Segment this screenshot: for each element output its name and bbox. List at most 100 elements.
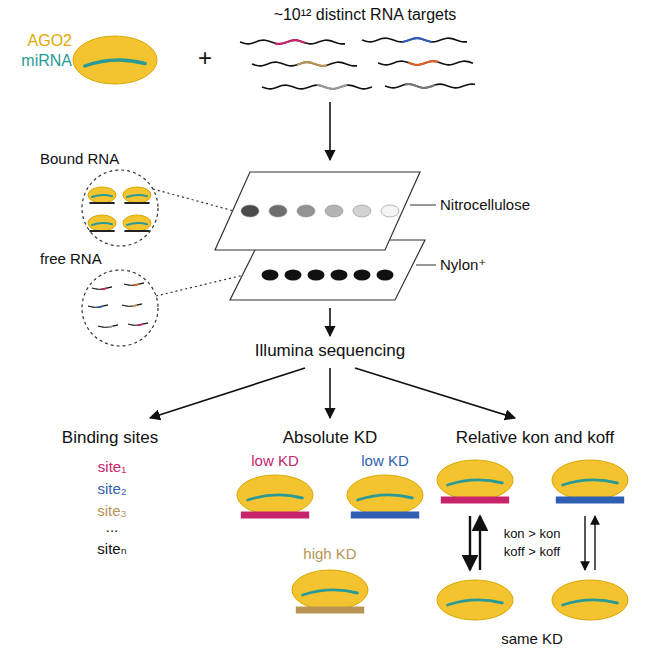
blot-spot <box>353 205 371 217</box>
rna-pool: Bound RNA <box>40 150 170 250</box>
rna-site <box>134 284 139 285</box>
target-site <box>124 230 149 232</box>
ago2-protein <box>73 36 157 84</box>
node-label: Nylon⁺ <box>440 256 486 273</box>
blot-spot <box>241 205 259 217</box>
rna-strand <box>124 283 144 285</box>
rna-strand <box>378 61 473 65</box>
target-site <box>89 230 114 232</box>
output-heading: Binding sites <box>62 428 158 448</box>
dotted-connector <box>156 275 244 296</box>
flow-arrow <box>584 516 585 570</box>
node-label: free RNA <box>40 250 102 267</box>
rna-target <box>124 283 144 285</box>
ago2-complex <box>123 187 151 204</box>
library-label: ~10¹² distinct RNA targets <box>274 6 457 24</box>
ago2-complex <box>237 475 313 519</box>
pool-circle <box>82 270 158 346</box>
rna-strand <box>252 62 357 66</box>
leader-line <box>416 265 436 266</box>
flow-arrow <box>355 368 515 418</box>
flow-arrow <box>329 102 331 160</box>
ago2-complex <box>292 570 368 614</box>
leader-line <box>410 205 436 206</box>
ago2-protein <box>437 460 513 500</box>
ago2-protein <box>437 580 513 620</box>
rna-site <box>297 62 327 66</box>
output-heading: Absolute KD <box>283 428 378 448</box>
blot-spot <box>354 270 371 281</box>
rna-site <box>408 61 438 65</box>
flow-arrow <box>329 308 331 336</box>
rna-target <box>385 84 475 88</box>
rate-label: koff > koff <box>504 545 560 560</box>
rna-site <box>132 305 137 306</box>
target-site <box>296 607 364 614</box>
blot-spot <box>269 205 287 217</box>
ago2-protein <box>237 475 313 515</box>
rna-target <box>98 325 118 327</box>
plus-sign: + <box>198 44 212 72</box>
ago2-protein <box>347 475 423 515</box>
ago2-complex <box>88 215 116 232</box>
mirna-strand <box>563 480 618 485</box>
rna-site <box>275 40 305 44</box>
dotted-connector <box>153 189 234 211</box>
rna-target <box>92 287 112 289</box>
ago2-protein <box>123 187 151 203</box>
target-site <box>556 497 624 504</box>
blot-spot <box>297 205 315 217</box>
mirna-strand <box>563 600 618 605</box>
ago2-complex <box>437 460 513 504</box>
ago2-protein <box>123 215 151 231</box>
ago2-complex <box>88 187 116 204</box>
rna-strand <box>362 38 467 42</box>
ago2-complex <box>347 475 423 519</box>
rna-site <box>317 85 347 89</box>
rna-site <box>402 38 432 42</box>
blot-spot <box>331 270 348 281</box>
pool-circle <box>82 170 158 246</box>
node-label: Nitrocellulose <box>440 196 530 213</box>
rna-strand <box>88 305 108 307</box>
flow-arrow <box>479 516 481 570</box>
site-name: site₃ <box>97 502 126 519</box>
rna-label: miRNA <box>21 52 72 70</box>
node-label: Bound RNA <box>40 150 119 167</box>
rna-target <box>252 62 357 66</box>
rna-site <box>98 306 103 307</box>
blot-spot <box>308 270 325 281</box>
rna-pool: free RNA <box>40 250 170 350</box>
mirna-strand <box>248 495 303 500</box>
rna-strand <box>122 304 142 306</box>
output-heading: Relative kon and koff <box>456 428 614 448</box>
mirna-strand <box>92 223 112 225</box>
rna-site <box>108 326 113 327</box>
mirna-strand <box>448 480 503 485</box>
rna-strand <box>92 287 112 289</box>
affinity-label: same KD <box>501 630 563 647</box>
rna-strand <box>128 323 148 325</box>
mirna-strand <box>127 223 147 225</box>
site-name: site₁ <box>98 458 126 475</box>
step-label: Illumina sequencing <box>255 341 405 361</box>
blot-spot <box>377 270 394 281</box>
site-name: siteₙ <box>97 540 126 557</box>
ago2-complex <box>552 580 628 620</box>
blot-spot <box>381 205 399 217</box>
target-site <box>89 202 114 204</box>
rna-strand <box>262 85 372 89</box>
ago2-protein <box>552 580 628 620</box>
mirna-strand <box>92 195 112 197</box>
rna-site <box>405 84 435 88</box>
mirna-strand <box>448 600 503 605</box>
rna-target <box>262 85 372 89</box>
rna-site <box>102 288 107 289</box>
rna-target <box>240 40 345 44</box>
blot-spot <box>285 270 302 281</box>
ago2-protein <box>552 460 628 500</box>
mirna-strand <box>358 495 413 500</box>
affinity-label: low KD <box>251 452 299 469</box>
site-name: site₂ <box>97 480 126 497</box>
